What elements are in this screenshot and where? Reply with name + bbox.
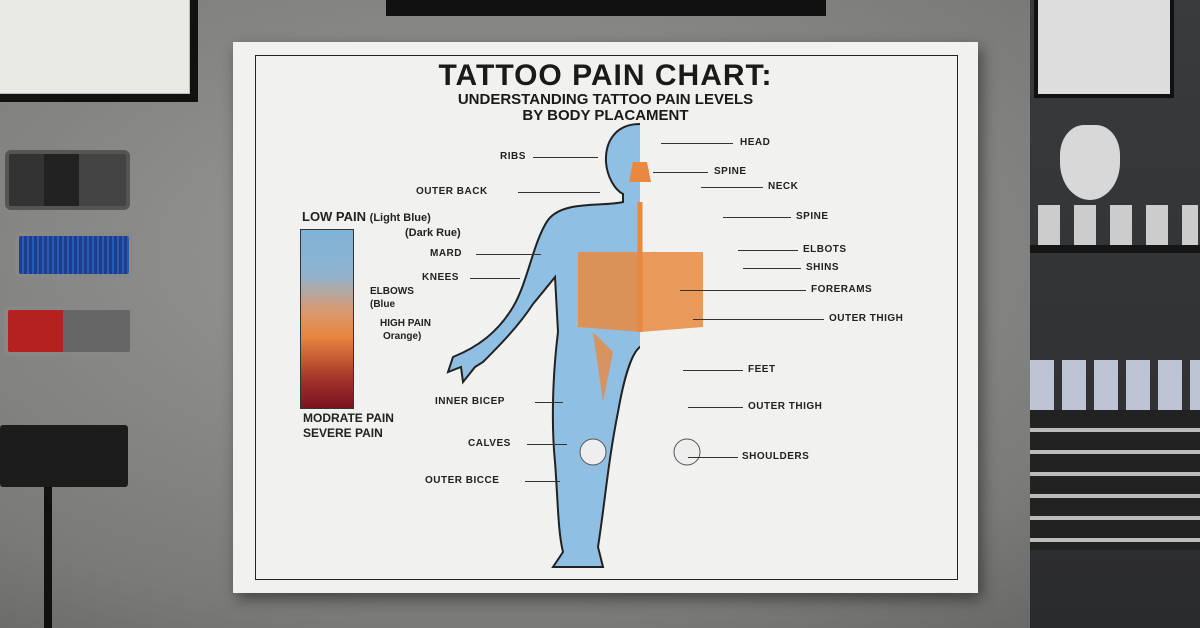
legend-elbows-color: (Blue (370, 299, 395, 310)
framed-sketch (0, 0, 198, 102)
body-diagram (446, 122, 978, 568)
leader-line (680, 290, 806, 291)
label-knees: KNEES (422, 272, 459, 283)
pain-gradient-bar (300, 229, 354, 409)
label-ribs: RIBS (500, 151, 526, 162)
legend-high-pain: HIGH PAIN (380, 318, 431, 329)
leader-line (683, 370, 743, 371)
clown-poster (1034, 0, 1174, 98)
tattoo-shop-background (1030, 0, 1200, 628)
label-neck: NECK (768, 181, 799, 192)
label-shins: SHINS (806, 262, 840, 273)
label-inner-bicep: INNER BICEP (435, 396, 505, 407)
legend-moderate-pain: MODRATE PAIN (303, 411, 394, 425)
ink-bottles (1038, 205, 1198, 245)
leader-line (535, 402, 563, 403)
power-outlet (0, 425, 128, 487)
leader-line (470, 278, 520, 279)
left-knee (579, 438, 607, 466)
label-feet: FEET (748, 364, 776, 375)
label-spine-2: SPINE (796, 211, 829, 222)
poster-subtitle-1: UNDERSTANDING TATTOO PAIN LEVELS (457, 91, 754, 108)
tattoo-machine-icon (5, 150, 130, 210)
blue-coil-icon (15, 232, 133, 278)
legend-elbows: ELBOWS (370, 286, 414, 297)
leader-line (661, 143, 733, 144)
right-knee (673, 438, 701, 466)
leader-line (688, 457, 738, 458)
legend-low-pain: LOW PAIN (Light Blue) (302, 209, 431, 224)
label-spine: SPINE (714, 166, 747, 177)
leader-line (525, 481, 560, 482)
leader-line (476, 254, 541, 255)
mask (1060, 125, 1120, 200)
label-outer-thigh: OUTER THIGH (829, 313, 904, 324)
label-forerams: FORERAMS (811, 284, 873, 295)
legend-dark: (Dark Rue) (405, 227, 461, 239)
leader-line (653, 172, 708, 173)
poster-subtitle-2: BY BODY PLACAMENT (522, 107, 689, 124)
shelf (1030, 245, 1200, 253)
label-outer-bicce: OUTER BICCE (425, 475, 500, 486)
red-coil-icon (4, 306, 134, 356)
label-calves: CALVES (468, 438, 511, 449)
ink-bottles-lower (1030, 360, 1200, 410)
label-mard: MARD (430, 248, 462, 259)
leader-line (533, 157, 598, 158)
legend-severe-pain: SEVERE PAIN (303, 426, 383, 440)
label-shoulders: SHOULDERS (742, 451, 810, 462)
cable (44, 487, 52, 628)
label-elbots: ELBOTS (803, 244, 847, 255)
drawers (1030, 410, 1200, 550)
label-outer-back: OUTER BACK (416, 186, 488, 197)
leader-line (723, 217, 791, 218)
label-outer-thigh-2: OUTER THIGH (748, 401, 823, 412)
leader-line (701, 187, 763, 188)
legend-high-color: Orange) (383, 331, 422, 342)
label-head: HEAD (740, 137, 771, 148)
leader-line (527, 444, 567, 445)
leader-line (688, 407, 743, 408)
leader-line (518, 192, 600, 193)
pain-chart-poster: TATTOO PAIN CHART: UNDERSTANDING TATTOO … (233, 42, 978, 593)
leader-line (743, 268, 801, 269)
poster-border (255, 55, 958, 580)
thigh-zone (593, 332, 613, 402)
top-frame (386, 0, 826, 16)
leader-line (693, 319, 824, 320)
poster-title: TATTOO PAIN CHART: (438, 59, 773, 92)
face-zone (629, 162, 651, 182)
leader-line (738, 250, 798, 251)
